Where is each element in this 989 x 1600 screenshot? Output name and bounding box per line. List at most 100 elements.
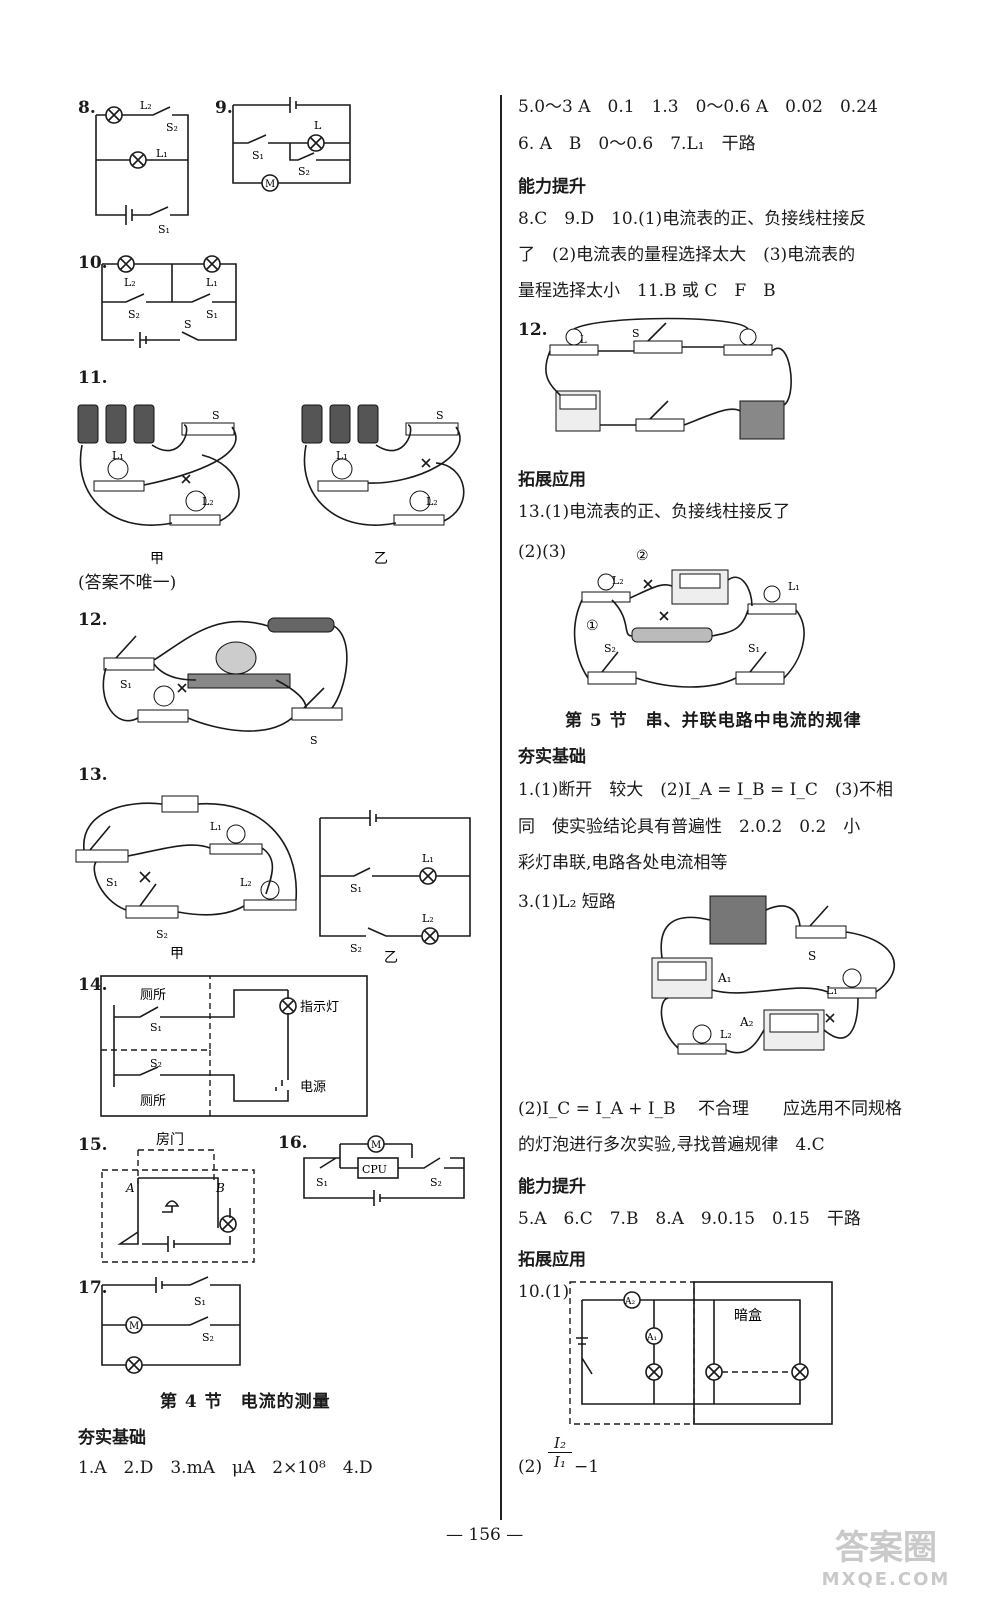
q14-power-label: 电源: [300, 1080, 326, 1095]
answer-line-8c: 量程选择太小 11.B 或 C F B: [518, 281, 776, 301]
answer-line-13: 13.(1)电流表的正、负接线柱接反了: [518, 502, 791, 522]
s5-line-6: 的灯泡进行多次实验,寻找普遍规律 4.C: [518, 1135, 825, 1155]
s5-q3-s-label: S: [808, 949, 816, 963]
right-extend-heading-2: 拓展应用: [518, 1250, 586, 1270]
q13-s2-label: S₂: [156, 928, 168, 941]
answer-line-5: 5.0～3 A 0.1 1.3 0～0.6 A 0.02 0.24: [518, 97, 878, 117]
q14-number: 14.: [78, 975, 108, 995]
q8-circuit-diagram: L₂ S₂ L₁ S₁: [95, 99, 189, 236]
s5-line-4: 3.(1)L₂ 短路: [518, 892, 616, 912]
q11-l1-label-b: L₁: [336, 449, 348, 462]
q15-a-label: A: [125, 1181, 135, 1195]
q11-batteries-a: [77, 404, 155, 444]
q13-l1-label: L₁: [210, 820, 222, 833]
q15-circuit-diagram: 房门 A B: [101, 1132, 255, 1263]
q10-right-box-label: 暗盒: [734, 1307, 762, 1324]
column-divider: [500, 95, 502, 1520]
q11-s-label-a: S: [212, 409, 220, 422]
right-q12-number: 12.: [518, 320, 548, 340]
q17-m-label: M: [129, 1321, 139, 1332]
q13-b-l2-label: L₂: [422, 912, 434, 925]
q9-m-label: M: [265, 179, 275, 190]
q13b-circle1-label: ①: [586, 618, 599, 634]
q13b-circle2-label: ②: [636, 548, 649, 564]
q10-l1-label: L₁: [206, 276, 218, 289]
q13-caption-b: 乙: [384, 950, 398, 966]
q10-s2-label: S₂: [128, 308, 140, 321]
q13-b-s2-label: S₂: [350, 942, 362, 955]
s5-line-5: (2)I_C = I_A + I_B 不合理 应选用不同规格: [518, 1099, 903, 1119]
q14-s1-label: S₁: [150, 1021, 162, 1034]
left-basics-heading: 夯实基础: [78, 1428, 146, 1448]
q16-s2-label: S₂: [430, 1176, 442, 1189]
q12-number: 12.: [78, 610, 108, 630]
q17-number: 17.: [78, 1278, 108, 1298]
q10-part2-numerator: I₂: [554, 1434, 566, 1452]
q16-s1-label: S₁: [316, 1176, 328, 1189]
right-ability-heading-2: 能力提升: [518, 1177, 586, 1197]
q11-diagram-b: S L₁ L₂ 乙: [301, 404, 465, 567]
q13-b-s1-label: S₁: [350, 882, 362, 895]
q13b-l1-label: L₁: [788, 580, 800, 593]
q10-part2-fraction: I₂ I₁: [548, 1434, 572, 1471]
q17-circuit-diagram: M S₁ S₂: [101, 1276, 241, 1374]
q14-toilet2-label: 厕所: [140, 1094, 166, 1109]
answer-line-8b: 了 (2)电流表的量程选择太大 (3)电流表的: [518, 245, 856, 265]
q11-caption-a: 甲: [150, 551, 164, 567]
q13b-s2-label: S₂: [604, 642, 616, 655]
q9-s2-label: S₂: [298, 165, 310, 178]
q15-b-label: B: [215, 1181, 225, 1195]
q15-door-label: 房门: [156, 1132, 184, 1148]
q8-s2-label: S₂: [166, 121, 178, 134]
q11-physical-circuits: S L₁ L₂ 甲 S L₁ L₂ 乙: [77, 404, 465, 567]
q12-s1-label: S₁: [120, 678, 132, 691]
q10-right-circuit-diagram: A₂ A₁ 暗盒: [569, 1281, 833, 1425]
q11-number: 11.: [78, 368, 108, 388]
q14-circuit-diagram: 厕所 S₁ S₂ 厕所 指示灯 电源: [100, 975, 368, 1117]
q13-l2-label: L₂: [240, 876, 252, 889]
q15-number: 15.: [78, 1135, 108, 1155]
s5-line-2: 同 使实验结论具有普遍性 2.0.2 0.2 小: [518, 817, 861, 837]
s5-q3-l2-label: L₂: [720, 1028, 732, 1041]
s5-line-3: 彩灯串联,电路各处电流相等: [518, 853, 728, 873]
q10-s1-label: S₁: [206, 308, 218, 321]
page-number: — 156 —: [446, 1525, 524, 1545]
q10-part2-suffix: −1: [574, 1457, 600, 1477]
q8-number: 8.: [78, 98, 96, 118]
s5-line-1: 1.(1)断开 较大 (2)I_A = I_B = I_C (3)不相: [518, 780, 893, 800]
q13b-physical-circuit: ② ① L₂ L₁ S₂ S₁: [573, 548, 805, 688]
q11-l2-label-b: L₂: [426, 495, 438, 508]
q13-number: 13.: [78, 765, 108, 785]
q16-circuit-diagram: M CPU S₁ S₂: [303, 1135, 465, 1206]
watermark-top-text: 答案圈: [835, 1528, 937, 1568]
watermark-bottom-text: MXQE.COM: [821, 1569, 951, 1590]
q13b-l2-label: L₂: [612, 574, 624, 587]
q10-part2-prefix: (2): [518, 1457, 543, 1477]
q13-circuit-diagrams: L₁ L₂ S₁ S₂ 甲 L₁ L₂ S₁ S₂ 乙: [75, 795, 471, 966]
q14-toilet1-label: 厕所: [140, 988, 166, 1003]
q8-l1-label: L₁: [156, 147, 168, 160]
q13b-label: (2)(3): [518, 542, 567, 562]
right-q12-l-label: L: [580, 335, 587, 346]
q9-number: 9.: [215, 98, 233, 118]
q10-s-label: S: [184, 318, 192, 331]
q13-schematic-b: L₁ L₂ S₁ S₂ 乙: [319, 810, 471, 966]
s5-line-7: 5.A 6.C 7.B 8.A 9.0.15 0.15 干路: [518, 1209, 861, 1229]
q9-circuit-diagram: M L S₁ S₂: [232, 97, 351, 192]
q8-s1-label: S₁: [158, 223, 170, 236]
q17-s2-label: S₂: [202, 1331, 214, 1344]
q11-l2-label-a: L₂: [202, 495, 214, 508]
q13-s1-label: S₁: [106, 876, 118, 889]
q13-caption-a: 甲: [170, 946, 184, 962]
q11-caption-b: 乙: [374, 551, 388, 567]
q8-l2-label: L₂: [140, 99, 152, 112]
s5-q3-physical-circuit: A₁ A₂ S L₁ L₂: [651, 895, 895, 1055]
q10-part2-denominator: I₁: [548, 1452, 572, 1471]
q13b-s1-label: S₁: [748, 642, 760, 655]
answer-line-6: 6. A B 0～0.6 7.L₁ 干路: [518, 134, 756, 154]
right-q12-s-label: S: [632, 327, 640, 340]
q11-l1-label-a: L₁: [112, 449, 124, 462]
q16-number: 16.: [278, 1133, 308, 1153]
right-extend-heading: 拓展应用: [518, 470, 586, 490]
q11-s-label-b: S: [436, 409, 444, 422]
